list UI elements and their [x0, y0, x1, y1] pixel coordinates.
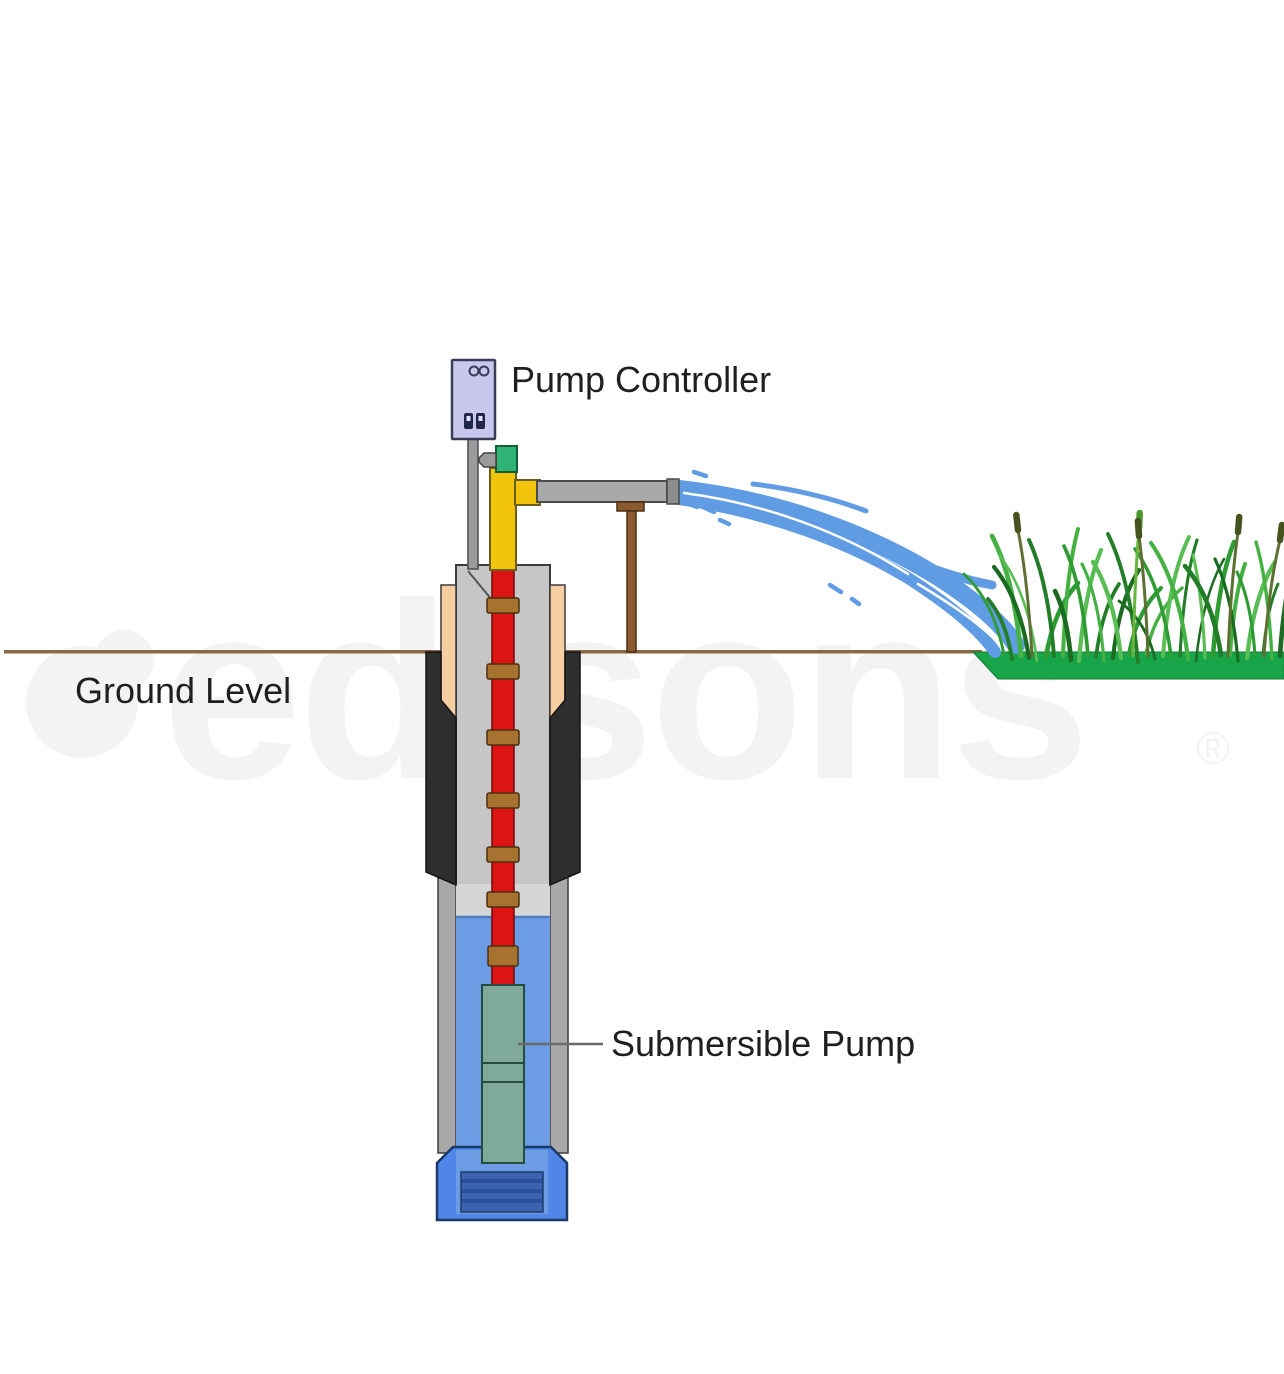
- pump-adapter-coupling: [487, 945, 519, 967]
- riser-tee-fitting: [514, 479, 541, 506]
- reed-stem: [1226, 530, 1240, 658]
- grass-blade: [1244, 559, 1278, 661]
- backfill-slab-right: [549, 584, 566, 719]
- grass-blade: [1213, 557, 1240, 663]
- grass-blade: [1106, 532, 1140, 664]
- reed-seed-head: [1234, 513, 1243, 536]
- discharge-pipe-outlet: [666, 478, 680, 505]
- pipe-support-cap: [616, 501, 645, 512]
- reed-seed-head: [1276, 521, 1284, 544]
- pump-controller-label: Pump Controller: [511, 359, 771, 400]
- water-stream-middle: [875, 543, 997, 590]
- grass-blade: [1148, 540, 1191, 662]
- grass-blade: [1254, 540, 1274, 661]
- grass-blade: [1061, 527, 1080, 658]
- ground-level-label: Ground Level: [75, 670, 291, 711]
- grass-blade: [1076, 547, 1104, 664]
- grass-blade: [1191, 553, 1207, 660]
- grass-blade: [991, 564, 1032, 661]
- wellhead: [450, 358, 680, 653]
- reed-seed-head: [1013, 511, 1022, 534]
- grass-blade: [1182, 563, 1224, 658]
- grass-blade: [1210, 539, 1237, 659]
- reed-stem: [1137, 534, 1150, 658]
- controller-indicator-rings: [468, 365, 490, 377]
- grass-blade: [1235, 570, 1257, 657]
- grout-seal-left: [425, 651, 457, 887]
- grass-blade: [1178, 538, 1199, 658]
- valve-nozzle: [478, 452, 497, 468]
- grass-blade: [989, 533, 1024, 659]
- pipe-couplings: [486, 597, 520, 967]
- grass-blade: [1027, 538, 1056, 658]
- grass-blade: [1090, 559, 1124, 661]
- stream-highlight: [682, 491, 910, 576]
- grass-blade: [1080, 562, 1106, 663]
- air-release-valve: [495, 445, 518, 473]
- grass-blades: [962, 509, 1284, 664]
- grass-blade: [1043, 580, 1081, 660]
- watermark-registered-mark: ®: [1196, 722, 1230, 774]
- stream-highlight-2: [916, 582, 1002, 647]
- grass-blade: [1277, 597, 1284, 659]
- grass-blade: [1228, 562, 1247, 657]
- submersible-pump-body: [481, 984, 525, 1164]
- controller-cable: [467, 438, 479, 570]
- wellhead-riser-pipe: [489, 467, 517, 571]
- submersible-pump-label: Submersible Pump: [611, 1023, 915, 1064]
- reed-seed-head: [1134, 517, 1143, 540]
- borehole-wall-left: [437, 877, 457, 1154]
- pipe-support-post: [626, 510, 637, 653]
- grass-blade: [986, 597, 1014, 661]
- discharge-pipe: [536, 480, 668, 503]
- borehole-wall-right: [549, 877, 569, 1154]
- water-stream-top-streak: [750, 481, 869, 514]
- water-stream-lower: [673, 493, 1001, 658]
- grass-blade: [1052, 588, 1074, 663]
- grout-seal-right: [549, 651, 581, 887]
- reed-stem: [1262, 538, 1282, 658]
- well-screen-slots: [462, 1179, 542, 1203]
- backfill-slab-left: [440, 584, 457, 719]
- grass-blade: [1062, 544, 1090, 658]
- well-structure: [425, 562, 581, 1222]
- grass-blade: [1094, 582, 1121, 659]
- grass-blade: [962, 572, 1006, 657]
- grass-blade: [1117, 599, 1157, 661]
- wellcap-wire-line: [467, 570, 493, 601]
- reed-stem: [1016, 528, 1034, 658]
- grass-blade: [998, 554, 1039, 663]
- controller-switches: [464, 413, 485, 429]
- drop-pipe: [491, 562, 515, 986]
- water-spray-droplets: [685, 469, 862, 607]
